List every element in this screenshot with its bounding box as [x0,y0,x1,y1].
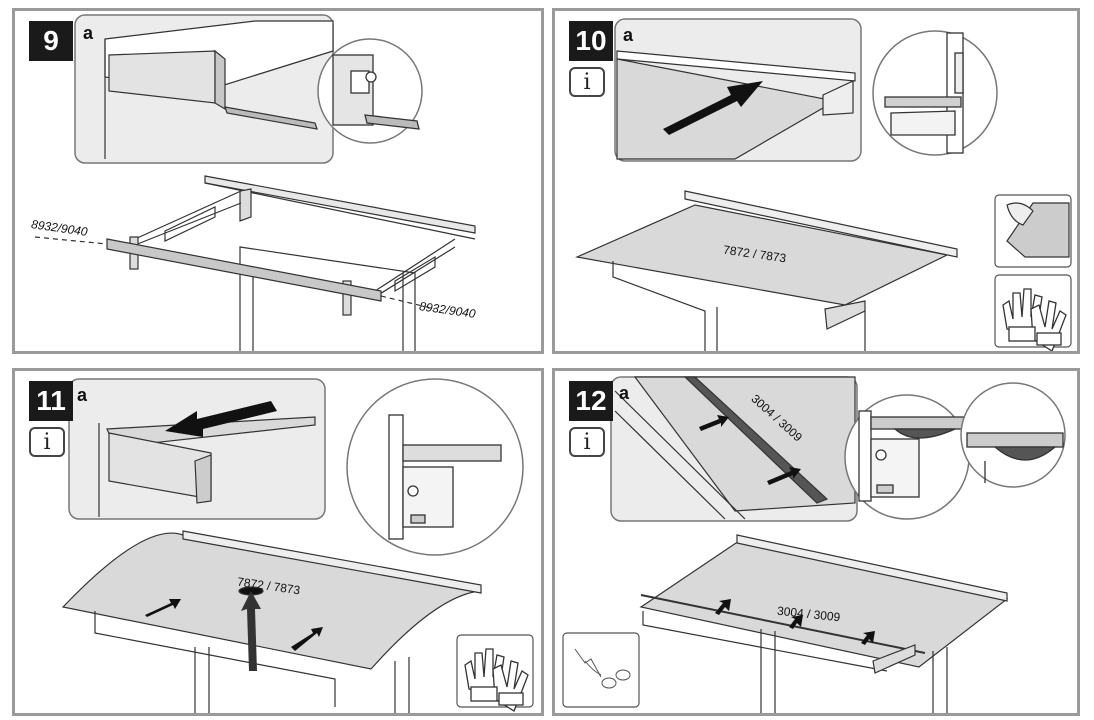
glove-icon [464,648,529,712]
step-9-panel: 9 a 8932/9040 8932/9040 [12,8,544,354]
seal-arrow-left [715,599,731,615]
inward-arrow-left [145,599,181,617]
info-icon: i [569,67,605,97]
detail-label-a: a [83,23,94,43]
step-number-badge: 11 [29,381,73,421]
highlighted-rail [106,238,382,302]
step-10-panel: 10 i a 7872 / 7873 [552,8,1080,354]
step-number-badge: 12 [569,381,613,421]
glove-icon [1002,288,1067,351]
push-arrow [663,81,763,135]
step-9-drawing [34,14,476,351]
info-icon: i [569,427,605,457]
info-icon: i [29,427,65,457]
lift-arrow [241,591,261,671]
glass-corner-icon [1006,202,1070,258]
detail-label-a: a [77,385,88,405]
detail-label-a: a [619,383,630,403]
dashed-lead-left [34,236,108,245]
seal-arrow-mid [789,615,803,629]
glass-roof-assembly [574,190,958,351]
seal-arrow-upper [699,415,729,431]
profile-detail [104,20,334,159]
step-number-badge: 10 [569,21,613,61]
step-11-panel: 11 i a 7872 / 7873 [12,368,544,716]
step-number-badge: 9 [29,21,73,61]
inward-arrow-right [291,627,323,651]
slide-arrow [165,401,277,437]
magnifier-detail [872,30,998,156]
curved-roof-assembly [61,530,482,713]
detail-label-a: a [623,25,634,45]
step-11-drawing [61,378,534,713]
suction-cup-icon [574,648,631,689]
seal-arrow-right [861,631,875,645]
seal-arrow-lower [767,467,801,485]
glass-roof-assembly [639,534,1009,713]
step-10-drawing [574,18,1072,351]
dashed-lead-right [380,295,436,310]
step-12-drawing [562,376,1066,713]
step-12-panel: 12 i a 3004 / 3009 3004 / 3009 [552,368,1080,716]
